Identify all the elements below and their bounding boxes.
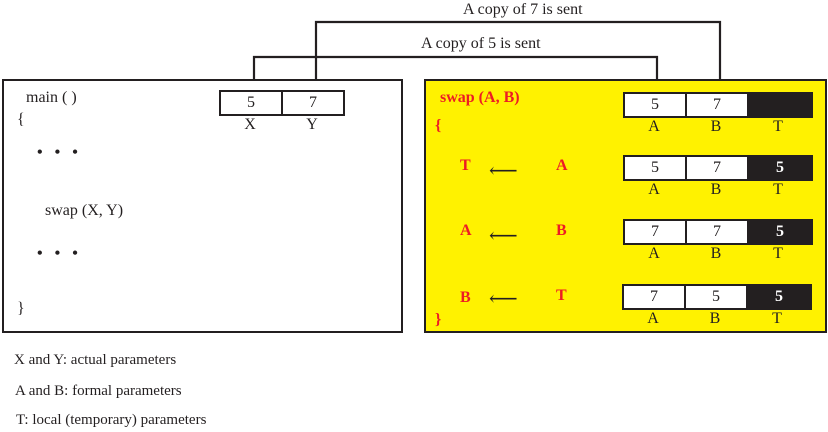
cell-t: 5	[749, 157, 811, 179]
main-ellipsis-1: • • •	[37, 144, 82, 161]
label-b: B	[710, 181, 722, 198]
main-header: main ( )	[26, 89, 77, 106]
swap-open-brace: {	[435, 117, 442, 134]
var-y-label: Y	[306, 116, 318, 133]
label-a: A	[647, 310, 659, 327]
legend-actual: X and Y: actual parameters	[14, 352, 177, 368]
cell-a: 5	[625, 157, 687, 179]
state-initial: 5 7 A B T	[623, 92, 813, 136]
label-t: T	[773, 181, 783, 198]
state-step-3: 7 5 5 A B T	[622, 284, 812, 328]
main-ellipsis-2: • • •	[37, 245, 82, 262]
main-close-brace: }	[17, 300, 25, 317]
cell-t: 5	[749, 221, 811, 243]
label-b: B	[709, 310, 721, 327]
main-swap-call: swap (X, Y)	[45, 202, 124, 219]
main-variables: 5 7 X Y	[219, 90, 345, 134]
var-x-cell: 5	[221, 92, 283, 114]
step-2-source: B	[556, 222, 567, 239]
legend-local: T: local (temporary) parameters	[16, 412, 207, 428]
left-arrow-icon: ⟵	[489, 160, 518, 182]
step-3-target: B	[460, 289, 471, 306]
label-a: A	[648, 245, 660, 262]
label-t: T	[772, 310, 782, 327]
step-1-target: T	[460, 157, 471, 174]
cell-a: 5	[625, 94, 687, 116]
var-y-cell: 7	[283, 92, 343, 114]
left-arrow-icon: ⟵	[489, 225, 518, 247]
label-b: B	[710, 245, 722, 262]
step-2-target: A	[460, 222, 472, 239]
label-t: T	[773, 245, 783, 262]
copy-5-line	[252, 55, 664, 96]
cell-a: 7	[625, 221, 687, 243]
cell-b: 7	[687, 221, 749, 243]
label-t: T	[773, 118, 783, 135]
cell-t	[749, 94, 811, 116]
left-arrow-icon: ⟵	[489, 288, 518, 310]
label-b: B	[710, 118, 722, 135]
label-a: A	[648, 181, 660, 198]
copy-7-line	[314, 20, 727, 96]
cell-b: 7	[687, 94, 749, 116]
copy-7-annotation: A copy of 7 is sent	[463, 1, 583, 18]
step-3-source: T	[556, 287, 567, 304]
legend-formal: A and B: formal parameters	[15, 383, 182, 399]
copy-5-annotation: A copy of 5 is sent	[421, 35, 541, 52]
swap-header: swap (A, B)	[440, 89, 520, 106]
cell-t: 5	[748, 286, 810, 308]
main-open-brace: {	[17, 111, 25, 128]
cell-a: 7	[624, 286, 686, 308]
state-step-2: 7 7 5 A B T	[623, 219, 813, 263]
label-a: A	[648, 118, 660, 135]
swap-close-brace: }	[435, 311, 442, 328]
state-step-1: 5 7 5 A B T	[623, 155, 813, 199]
cell-b: 7	[687, 157, 749, 179]
var-x-label: X	[244, 116, 256, 133]
step-1-source: A	[556, 157, 568, 174]
main-function-box	[2, 79, 403, 333]
cell-b: 5	[686, 286, 748, 308]
